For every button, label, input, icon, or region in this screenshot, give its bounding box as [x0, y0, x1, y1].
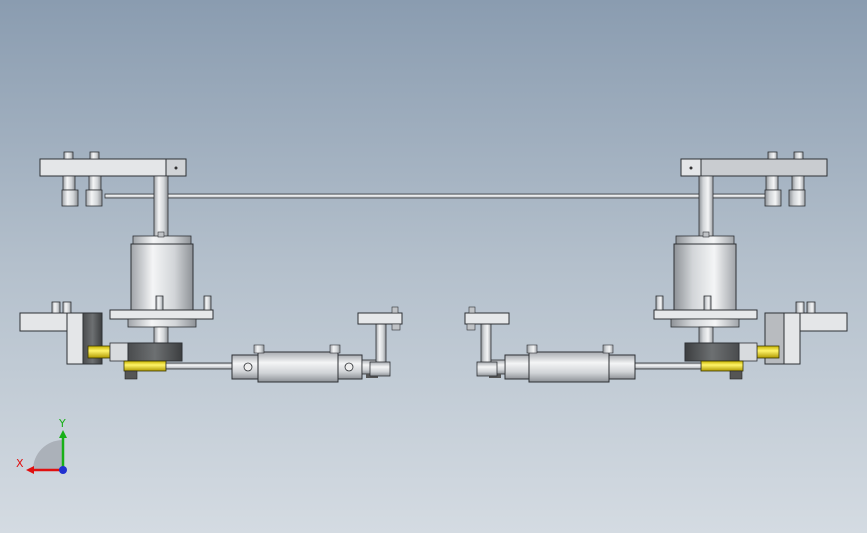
right-pneumatic-cylinder [486, 344, 636, 383]
x-axis-label: X [16, 457, 24, 470]
right-valve-block [684, 342, 780, 380]
orientation-triad[interactable]: X Y [16, 417, 67, 474]
right-vertical-shaft [698, 175, 714, 239]
left-bearing-housing [109, 231, 214, 344]
right-top-arm [680, 151, 828, 207]
y-axis-label: Y [58, 417, 66, 430]
left-valve-block [87, 342, 183, 380]
left-piston-rod [165, 362, 237, 370]
tie-rod [104, 193, 771, 199]
right-bearing-housing [653, 231, 758, 344]
left-assembly [19, 151, 403, 383]
x-axis-arrowhead [26, 466, 34, 474]
left-vertical-shaft [153, 175, 169, 239]
right-clevis-arm [464, 306, 510, 377]
right-piston-rod [630, 362, 702, 370]
right-assembly [464, 151, 848, 383]
y-axis-arrowhead [59, 430, 67, 438]
z-axis-dot [59, 466, 67, 474]
left-pneumatic-cylinder [231, 344, 381, 383]
left-top-arm [39, 151, 187, 207]
left-clevis-arm [357, 306, 403, 377]
